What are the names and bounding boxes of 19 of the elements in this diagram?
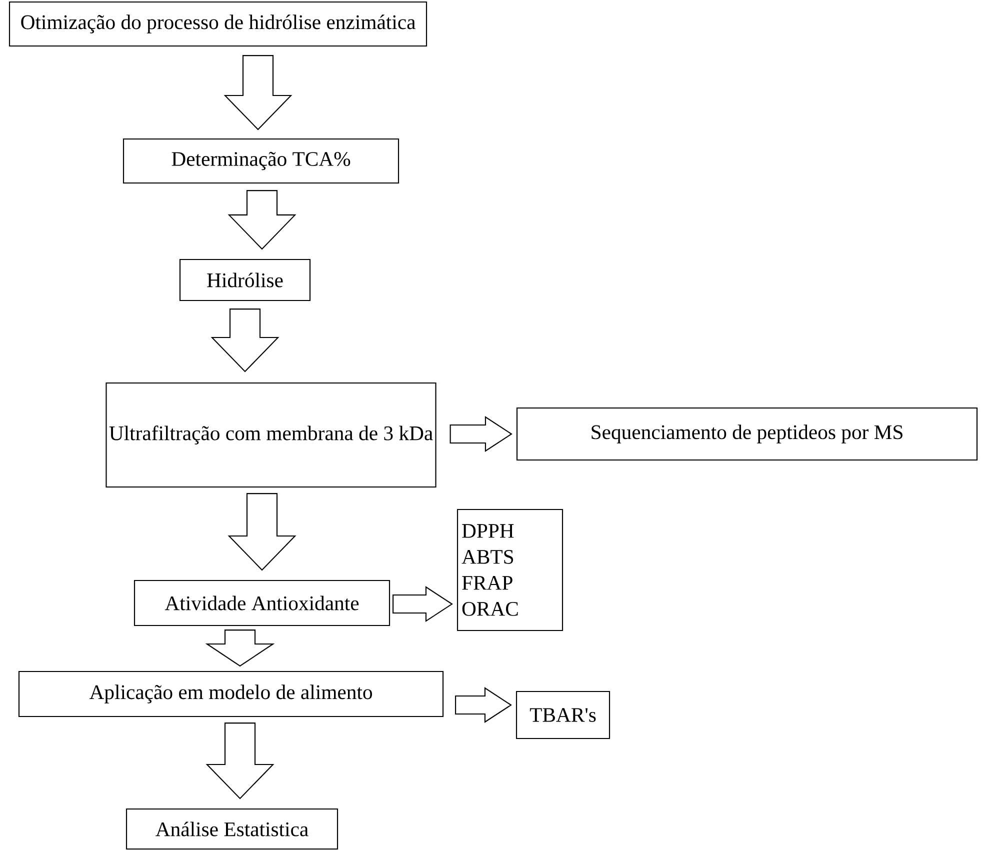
- block-arrow: [228, 493, 296, 571]
- process-box: Otimização do processo de hidrólise enzimática: [8, 1, 428, 47]
- process-box: Atividade Antioxidante: [134, 580, 390, 626]
- block-arrow: [224, 55, 292, 130]
- block-arrow: [206, 722, 274, 800]
- process-box: Determinação TCA%: [122, 138, 400, 184]
- block-arrow: [228, 190, 296, 250]
- process-box: Hidrólise: [179, 258, 311, 302]
- method-list-box: DPPH ABTS FRAP ORAC: [456, 508, 564, 632]
- process-box: Aplicação em modelo de alimento: [18, 670, 444, 718]
- block-arrow: [392, 586, 453, 622]
- block-arrow: [455, 687, 512, 723]
- process-box: Sequenciamento de peptideos por MS: [516, 407, 978, 461]
- process-box: Ultrafiltração com membrana de 3 kDa: [106, 382, 436, 488]
- block-arrow: [210, 308, 280, 372]
- block-arrow: [450, 416, 512, 452]
- block-arrow: [205, 630, 275, 667]
- process-box: Análise Estatistica: [126, 808, 338, 850]
- process-box: TBAR's: [516, 690, 610, 740]
